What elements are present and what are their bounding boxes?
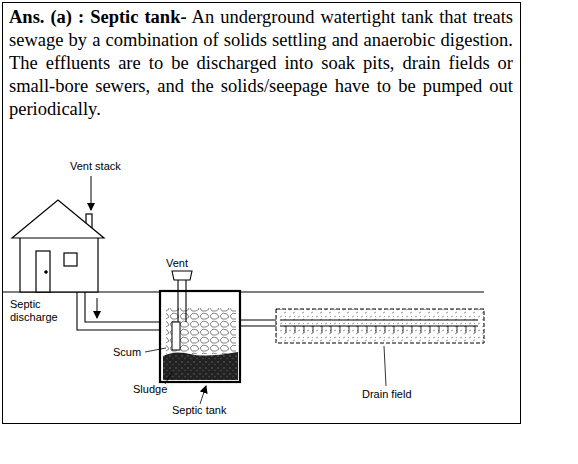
frame (3, 3, 521, 424)
leader-line (145, 348, 166, 352)
answer-paragraph: Ans. (a) : Septic tank- An underground w… (9, 6, 513, 121)
septic-tank (160, 291, 240, 382)
leader-arrow (91, 176, 92, 210)
drain-field (276, 309, 484, 343)
discharge-pipe (77, 292, 160, 330)
outlet-pipe (240, 320, 276, 326)
leader-arrow (200, 386, 206, 404)
part-label: Vent (166, 257, 188, 270)
part-label: Vent stack (70, 160, 121, 173)
vent-pipe (172, 271, 192, 322)
leader-line (384, 346, 386, 386)
part-label: Scum (113, 346, 141, 359)
part-label: Septic discharge (10, 298, 72, 324)
leader-line (165, 372, 172, 384)
house (12, 200, 104, 292)
part-label: Septic tank (172, 404, 226, 417)
part-label: Drain field (362, 388, 412, 401)
answer-heading: Ans. (a) : Septic tank- (9, 7, 187, 27)
flow-arrow (97, 298, 98, 318)
part-label: Sludge (133, 383, 167, 396)
